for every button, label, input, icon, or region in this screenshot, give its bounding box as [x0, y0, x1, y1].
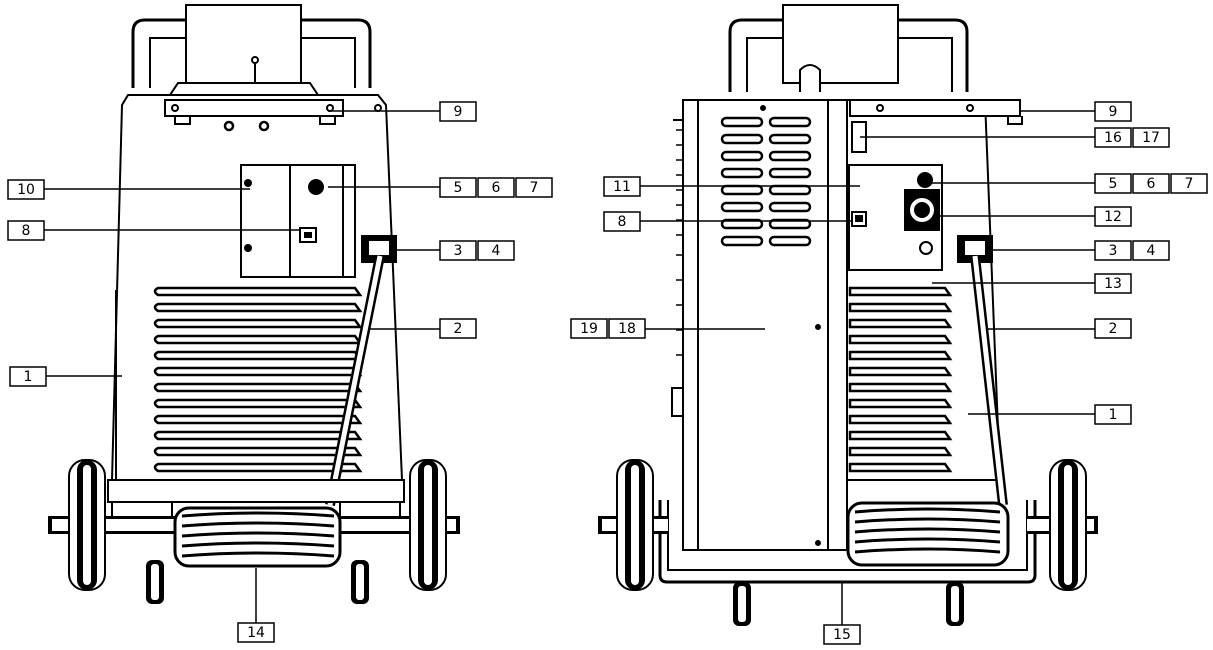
callout-rear-3: 3	[1094, 240, 1132, 261]
callout-rear-17: 17	[1132, 127, 1170, 148]
front-right-wheel	[409, 459, 447, 591]
front-right-caster	[351, 560, 369, 604]
rear-cabinet	[682, 99, 848, 551]
callout-rear-2: 2	[1094, 318, 1132, 339]
callout-front-10: 10	[7, 179, 45, 200]
callout-number: 14	[247, 625, 265, 641]
rear-right-caster	[946, 582, 964, 626]
rear-left-wheel	[616, 459, 654, 591]
callout-number: 1	[24, 369, 33, 385]
leader-lines	[44, 110, 1095, 625]
front-control-panel	[240, 164, 356, 278]
callout-front-4: 4	[477, 240, 515, 261]
callout-front-1: 1	[9, 366, 47, 387]
callout-front-8: 8	[7, 220, 45, 241]
callout-rear-18: 18	[608, 318, 646, 339]
callout-number: 5	[1109, 176, 1118, 192]
callout-number: 2	[454, 321, 463, 337]
callout-number: 10	[17, 182, 35, 198]
callout-number: 9	[1109, 104, 1118, 120]
callout-rear-9: 9	[1094, 101, 1132, 122]
callout-rear-12: 12	[1094, 206, 1132, 227]
callout-number: 2	[1109, 321, 1118, 337]
callout-rear-8: 8	[603, 211, 641, 232]
callout-number: 3	[1109, 243, 1118, 259]
rear-left-caster	[733, 582, 751, 626]
callout-rear-19: 19	[570, 318, 608, 339]
callout-number: 15	[833, 627, 851, 643]
callout-rear-6: 6	[1132, 173, 1170, 194]
callout-number: 7	[1185, 176, 1194, 192]
callout-number: 17	[1142, 130, 1160, 146]
callout-rear-1: 1	[1094, 404, 1132, 425]
rear-cable-coil	[846, 501, 1010, 567]
callout-front-2: 2	[439, 318, 477, 339]
callout-number: 7	[530, 180, 539, 196]
front-top-box	[185, 4, 302, 84]
front-left-caster	[146, 560, 164, 604]
callout-number: 4	[1147, 243, 1156, 259]
callout-number: 13	[1104, 276, 1122, 292]
rear-view	[598, 4, 1098, 584]
front-view	[48, 4, 460, 568]
rear-right-wheel	[1049, 459, 1087, 591]
callout-rear-16: 16	[1094, 127, 1132, 148]
callout-labels: 1 10 8 9 5 6 7 3 4 2 14 9 16 17 11 5 6 7…	[7, 101, 1208, 645]
callout-rear-13: 13	[1094, 273, 1132, 294]
callout-number: 16	[1104, 130, 1122, 146]
callout-front-5: 5	[439, 177, 477, 198]
front-cable-coil	[173, 506, 342, 568]
callout-number: 5	[454, 180, 463, 196]
callout-rear-15: 15	[823, 624, 861, 645]
callout-front-3: 3	[439, 240, 477, 261]
callout-rear-4: 4	[1132, 240, 1170, 261]
callout-number: 18	[618, 321, 636, 337]
front-vents	[153, 286, 363, 473]
callout-front-7: 7	[515, 177, 553, 198]
callout-number: 8	[618, 214, 627, 230]
callout-number: 8	[22, 223, 31, 239]
callout-number: 4	[492, 243, 501, 259]
callout-number: 12	[1104, 209, 1122, 225]
callout-front-6: 6	[477, 177, 515, 198]
rear-vents	[848, 286, 953, 473]
callout-number: 11	[613, 179, 631, 195]
front-left-wheel	[68, 459, 106, 591]
callout-rear-7: 7	[1170, 173, 1208, 194]
callout-number: 6	[1147, 176, 1156, 192]
callout-number: 9	[454, 104, 463, 120]
callout-rear-11: 11	[603, 176, 641, 197]
callout-number: 1	[1109, 407, 1118, 423]
callout-front-14: 14	[237, 622, 275, 643]
callout-number: 6	[492, 180, 501, 196]
callout-number: 19	[580, 321, 598, 337]
callout-front-9: 9	[439, 101, 477, 122]
callout-rear-5: 5	[1094, 173, 1132, 194]
callout-number: 3	[454, 243, 463, 259]
